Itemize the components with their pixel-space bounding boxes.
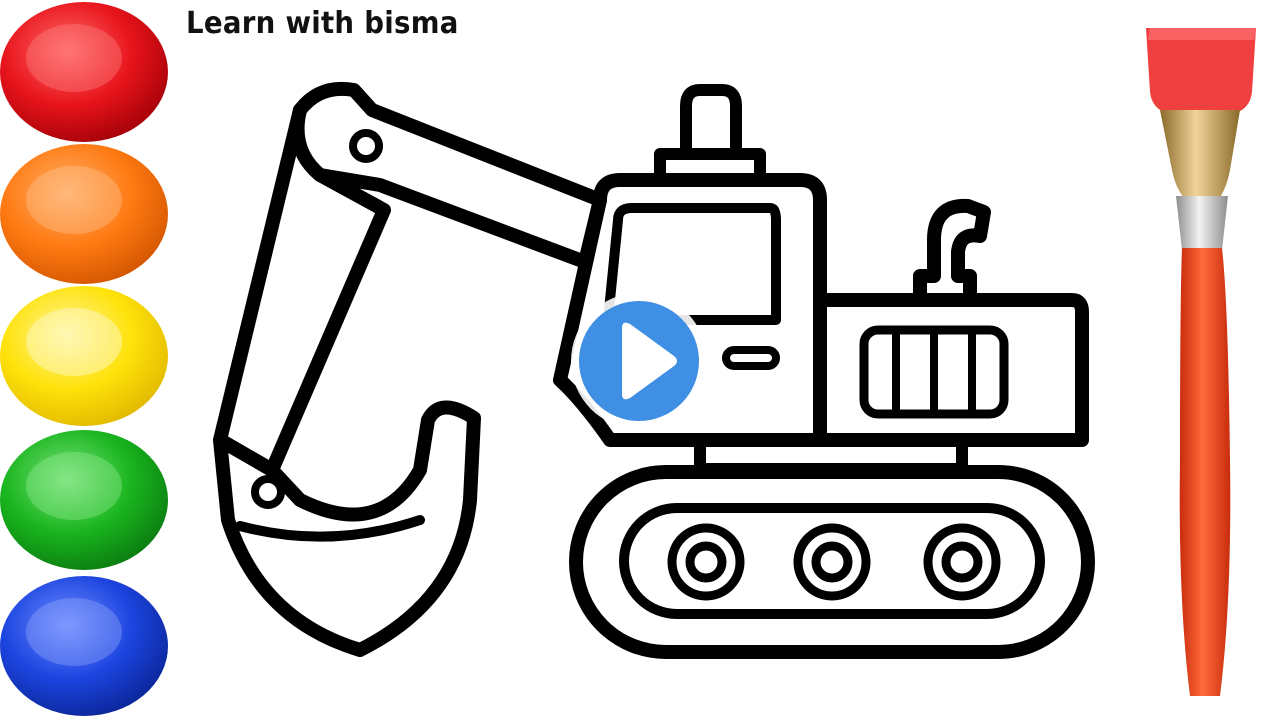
blue-paint-pot	[0, 576, 168, 716]
paint-pots	[0, 2, 168, 716]
excavator-bucket	[213, 400, 481, 657]
green-paint-pot	[0, 430, 168, 570]
brush-ferrule	[1160, 110, 1240, 200]
track-wheels	[667, 523, 1001, 601]
cab-handle	[722, 346, 780, 370]
paint-brush	[1146, 28, 1256, 696]
excavator-body	[813, 293, 1089, 447]
channel-title: Learn with bisma	[186, 6, 459, 41]
cab-beacon	[654, 84, 766, 186]
excavator-drawing	[213, 81, 1095, 659]
boom-pin	[349, 129, 383, 163]
exhaust-pipe	[913, 198, 991, 307]
bucket-pin	[251, 475, 285, 509]
brush-handle	[1179, 248, 1231, 696]
brush-bristles	[1146, 28, 1256, 114]
red-paint-pot	[0, 2, 168, 142]
play-icon	[571, 293, 707, 429]
excavator-track	[569, 465, 1095, 659]
orange-paint-pot	[0, 144, 168, 284]
excavator-boom	[290, 81, 607, 269]
yellow-paint-pot	[0, 286, 168, 426]
excavator-cab	[553, 173, 827, 447]
play-button[interactable]	[568, 290, 710, 432]
cab-window	[603, 203, 781, 325]
